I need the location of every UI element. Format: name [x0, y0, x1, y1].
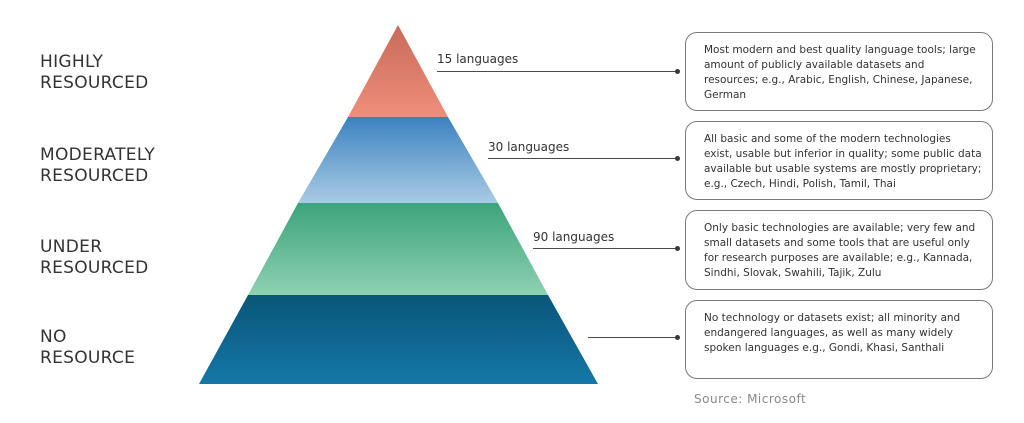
pyramid-tier-highly-resourced — [348, 25, 448, 117]
tier-label-line: NO — [40, 327, 67, 347]
tier-label-line: HIGHLY — [40, 52, 104, 72]
pyramid-tier-moderately-resourced — [298, 117, 498, 203]
language-count-under-resourced: 90 languages — [533, 230, 615, 244]
language-count-moderately-resourced: 30 languages — [488, 140, 570, 154]
tier-label-line: RESOURCE — [40, 348, 136, 368]
connector-line-under-resourced — [533, 246, 680, 251]
connector-line-no-resource — [588, 335, 680, 340]
tier-label-line: RESOURCED — [40, 258, 149, 278]
language-count-highly-resourced: 15 languages — [437, 52, 519, 66]
pyramid-tier-under-resourced — [248, 203, 548, 295]
tier-label-line: RESOURCED — [40, 73, 149, 93]
pyramid-tier-no-resource — [199, 295, 598, 384]
tier-label-no-resource: NO RESOURCE — [40, 327, 220, 369]
tier-label-line: MODERATELY — [40, 145, 156, 165]
tier-label-moderately-resourced: MODERATELY RESOURCED — [40, 145, 220, 187]
connector-line-moderately-resourced — [488, 156, 680, 161]
description-box-no-resource: No technology or datasets exist; all min… — [685, 300, 993, 379]
tier-label-line: RESOURCED — [40, 166, 149, 186]
description-box-moderately-resourced: All basic and some of the modern technol… — [685, 121, 993, 200]
description-box-highly-resourced: Most modern and best quality language to… — [685, 32, 993, 111]
tier-label-line: UNDER — [40, 237, 103, 257]
source-credit: Source: Microsoft — [694, 392, 807, 406]
tier-label-under-resourced: UNDER RESOURCED — [40, 237, 220, 279]
tier-label-highly-resourced: HIGHLY RESOURCED — [40, 52, 220, 94]
connector-line-highly-resourced — [437, 69, 680, 74]
description-box-under-resourced: Only basic technologies are available; v… — [685, 210, 993, 290]
